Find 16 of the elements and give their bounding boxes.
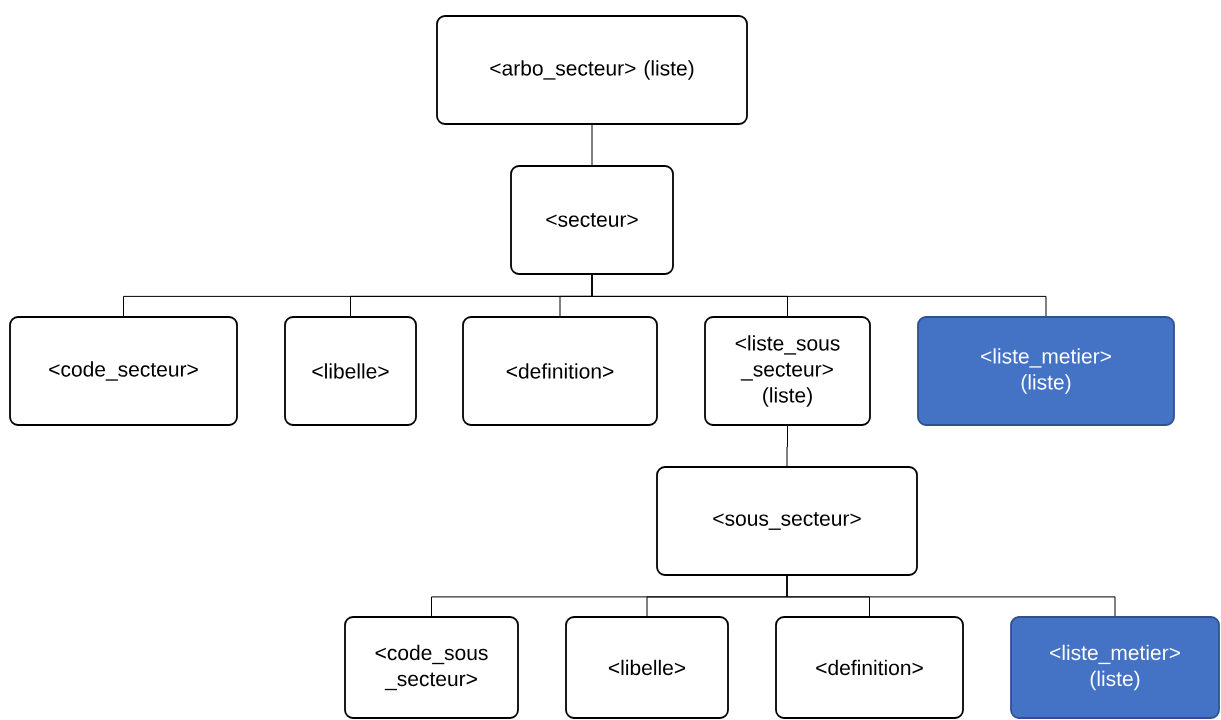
box: <sous_secteur>: [656, 466, 918, 576]
box: <arbo_secteur> (liste): [436, 15, 748, 125]
box: <secteur>: [510, 165, 674, 275]
connector: [786, 575, 1116, 617]
connector: [591, 274, 1047, 317]
box: <liste_metier> (liste): [917, 316, 1175, 426]
box: <libelle>: [284, 316, 417, 426]
box: <definition>: [462, 316, 658, 426]
box: <liste_metier> (liste): [1010, 616, 1220, 719]
connector: [591, 124, 593, 166]
box: <libelle>: [565, 616, 729, 719]
box: <liste_sous _secteur> (liste): [704, 316, 871, 426]
box: <code_sous _secteur>: [344, 616, 519, 719]
box: <definition>: [775, 616, 964, 719]
box: <code_secteur>: [9, 316, 238, 426]
connector: [786, 425, 788, 467]
